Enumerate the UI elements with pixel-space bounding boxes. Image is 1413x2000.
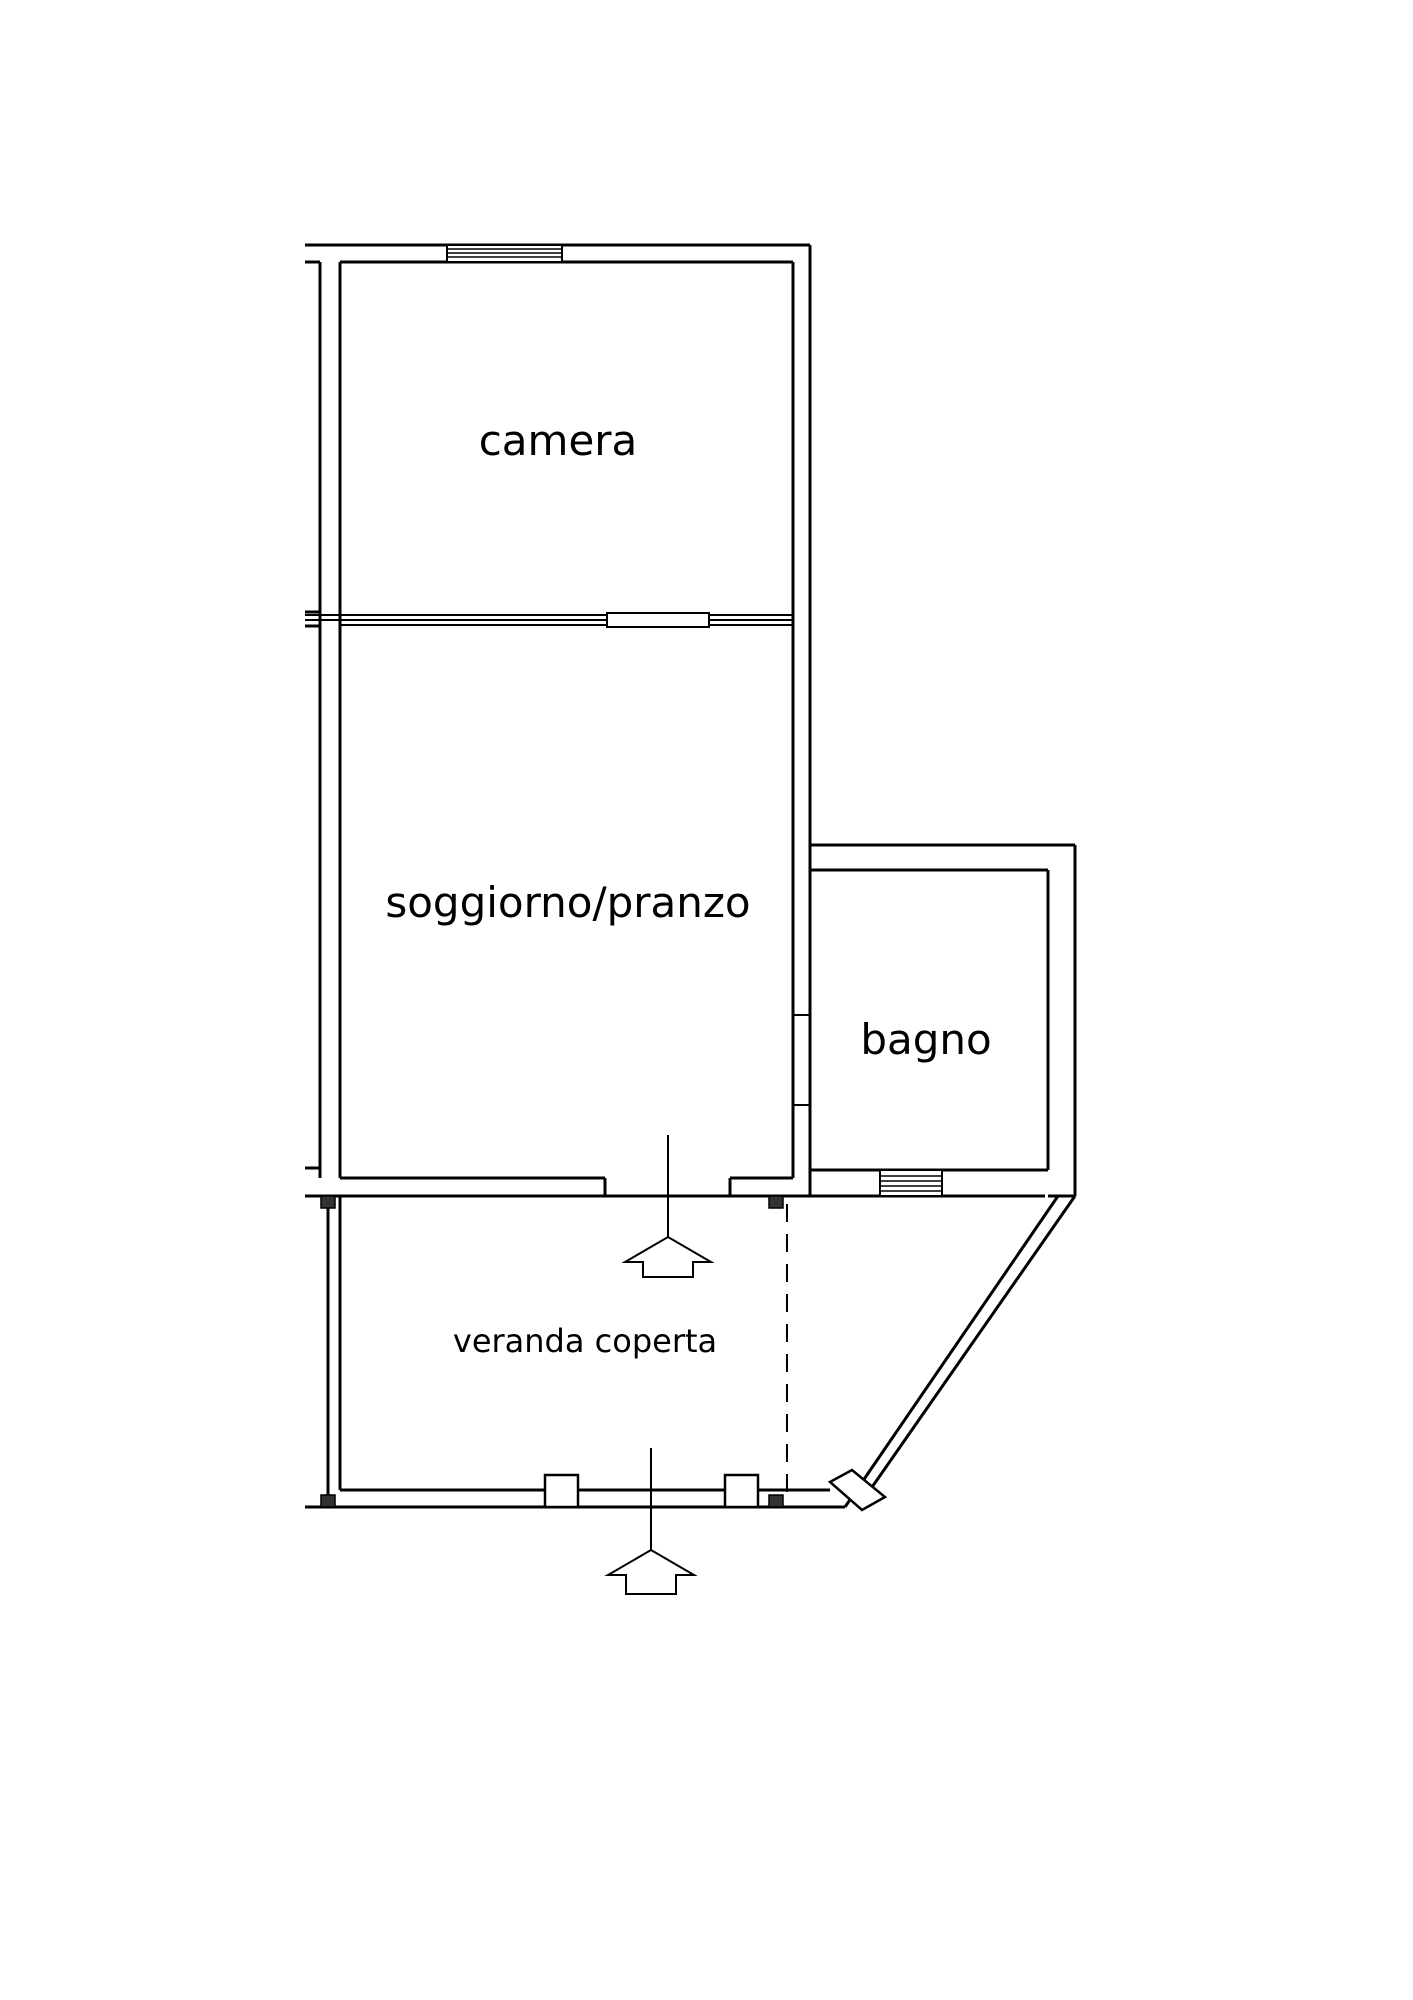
bagno-walls [810,843,1077,1198]
left-edge-stubs [305,243,340,1178]
room-label-soggiorno: soggiorno/pranzo [385,878,750,927]
camera-window [446,244,563,263]
room-label-veranda: veranda coperta [453,1322,717,1360]
veranda-structure [305,1195,1077,1512]
room-label-bagno: bagno [860,1015,991,1064]
camera-soggiorno-partition [305,612,793,628]
room-label-camera: camera [479,416,638,465]
veranda-pillars [320,1195,784,1508]
soggiorno-bagno-opening [793,1014,810,1106]
main-outer-walls [305,243,812,1196]
entrance-arrow-inner [621,1135,715,1278]
entrance-arrow-outer [604,1448,698,1595]
bagno-window [879,1169,943,1197]
